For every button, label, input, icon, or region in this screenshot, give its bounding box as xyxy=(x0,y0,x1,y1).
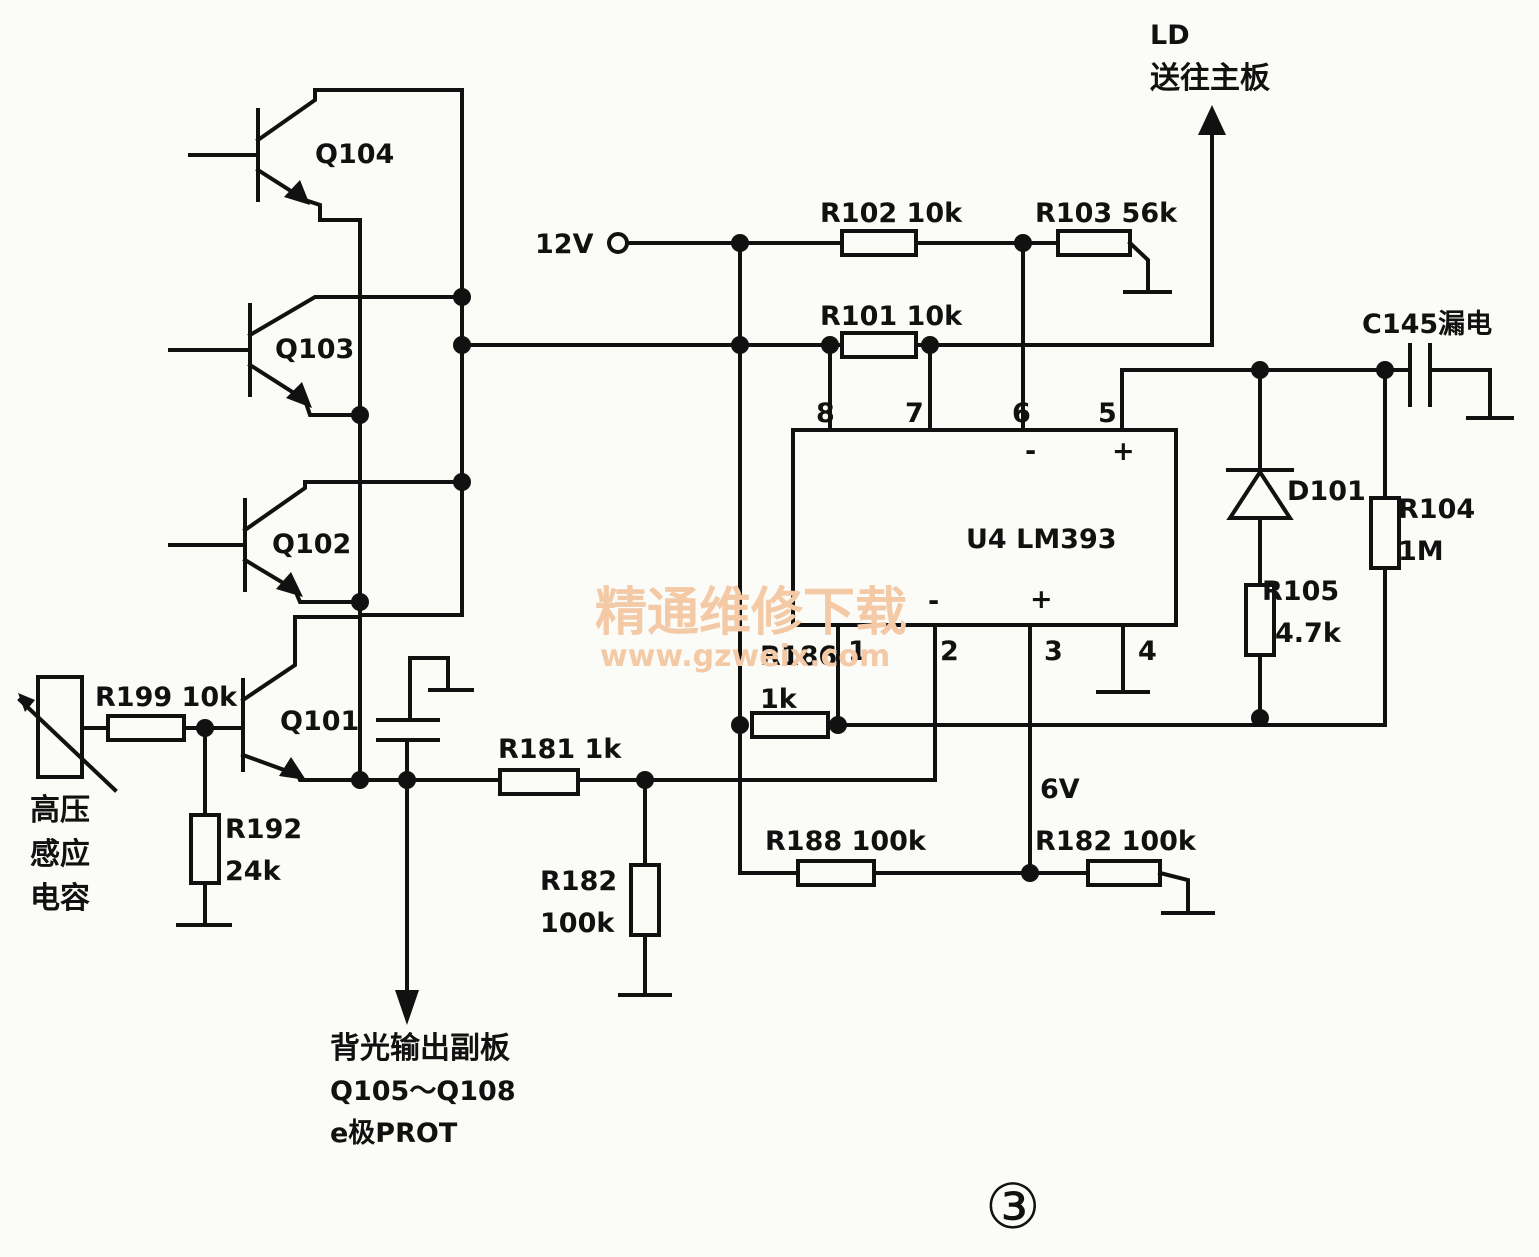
watermark-text: 精通维修下载 xyxy=(595,582,907,643)
figure-number: ③ xyxy=(985,1170,1041,1243)
resistor-r182-left: R182 100k xyxy=(540,778,672,997)
r199-label: R199 10k xyxy=(95,682,238,713)
q101-label: Q101 xyxy=(280,706,359,737)
ld-label: LD xyxy=(1150,20,1190,51)
backlight-note-3: e极PROT xyxy=(330,1118,458,1149)
r104-value: 1M xyxy=(1398,536,1444,567)
r101-label: R101 10k xyxy=(820,301,963,332)
r105-value: 4.7k xyxy=(1275,618,1342,649)
transistor-q101: Q101 xyxy=(203,600,362,782)
pin-5-plus: + xyxy=(1112,436,1135,467)
v12-label: 12V xyxy=(535,229,594,260)
resistor-r199: R199 10k xyxy=(95,682,238,742)
backlight-note-1: 背光输出副板 xyxy=(330,1031,510,1066)
pin-4: 4 xyxy=(1138,636,1157,667)
resistor-r182-right: R182 100k xyxy=(1035,826,1215,915)
pin-6-minus: - xyxy=(1025,436,1036,467)
v6-label: 6V xyxy=(1040,774,1080,805)
backlight-note-2: Q105～Q108 xyxy=(330,1076,516,1107)
rail-12v: 12V xyxy=(535,229,844,260)
resistor-r181: R181 1k xyxy=(358,623,937,796)
r182-right-label: R182 100k xyxy=(1035,826,1197,857)
resistor-r105: R105 4.7k xyxy=(1244,576,1342,720)
pin-1: 1 xyxy=(848,636,867,667)
transistor-q104: Q104 xyxy=(188,88,464,492)
pin-5: 5 xyxy=(1098,398,1117,429)
r103-label: R103 56k xyxy=(1035,198,1178,229)
r181-label: R181 1k xyxy=(498,734,622,765)
resistor-r192: R192 24k xyxy=(176,726,302,927)
pin-7: 7 xyxy=(905,398,924,429)
resistor-r103: R103 56k xyxy=(1035,198,1178,294)
junction xyxy=(453,288,471,306)
resistor-r186: R186 1k xyxy=(750,566,1387,739)
pin-2: 2 xyxy=(940,636,959,667)
pin-6: 6 xyxy=(1012,398,1031,429)
r104-name: R104 xyxy=(1398,494,1475,525)
resistor-r102: R102 10k xyxy=(820,198,1060,257)
r188-label: R188 100k xyxy=(765,826,927,857)
backlight-output-arrow: 背光输出副板 Q105～Q108 e极PROT xyxy=(330,778,516,1149)
r182-left-value: 100k xyxy=(540,908,615,939)
pin-2-minus: - xyxy=(928,586,939,617)
q103-label: Q103 xyxy=(275,334,354,365)
hv-cap-note-1: 高压 xyxy=(30,793,90,828)
capacitor-c145: C145漏电 xyxy=(1362,309,1514,420)
junction xyxy=(351,406,369,424)
junction xyxy=(453,473,471,491)
capacitor-backlight xyxy=(376,656,474,782)
hv-sense-capacitor: 高压 感应 电容 xyxy=(17,675,118,916)
r192-value: 24k xyxy=(225,856,282,887)
junction xyxy=(731,716,749,734)
d101-label: D101 xyxy=(1287,476,1366,507)
r102-label: R102 10k xyxy=(820,198,963,229)
pin-3: 3 xyxy=(1044,636,1063,667)
u4-label: U4 LM393 xyxy=(966,524,1117,555)
r186-value: 1k xyxy=(760,684,798,715)
ic-u4-lm393: 8 7 6 5 - + U4 LM393 - + 1 2 3 4 6V xyxy=(791,241,1387,875)
r182-left-name: R182 xyxy=(540,866,617,897)
q102-label: Q102 xyxy=(272,529,351,560)
r105-name: R105 xyxy=(1262,576,1339,607)
hv-cap-note-3: 电容 xyxy=(30,881,90,916)
junction xyxy=(351,593,369,611)
q104-label: Q104 xyxy=(315,139,394,170)
resistor-r104: R104 1M xyxy=(1369,361,1475,570)
to-main-board-label: 送往主板 xyxy=(1150,61,1270,96)
transistor-q102: Q102 xyxy=(168,413,464,617)
c145-label: C145漏电 xyxy=(1362,309,1492,340)
r186-name: R186 xyxy=(760,641,837,672)
diode-d101: D101 xyxy=(1226,361,1366,587)
r192-name: R192 xyxy=(225,814,302,845)
resistor-r101: R101 10k xyxy=(820,105,1226,359)
watermark-url: www.gzweix.com xyxy=(600,639,890,674)
hv-cap-note-2: 感应 xyxy=(30,837,90,872)
transistor-q103: Q103 xyxy=(168,295,464,417)
pin-8: 8 xyxy=(816,398,835,429)
resistor-r188: R188 100k xyxy=(738,826,1090,887)
pin-3-plus: + xyxy=(1030,584,1053,615)
